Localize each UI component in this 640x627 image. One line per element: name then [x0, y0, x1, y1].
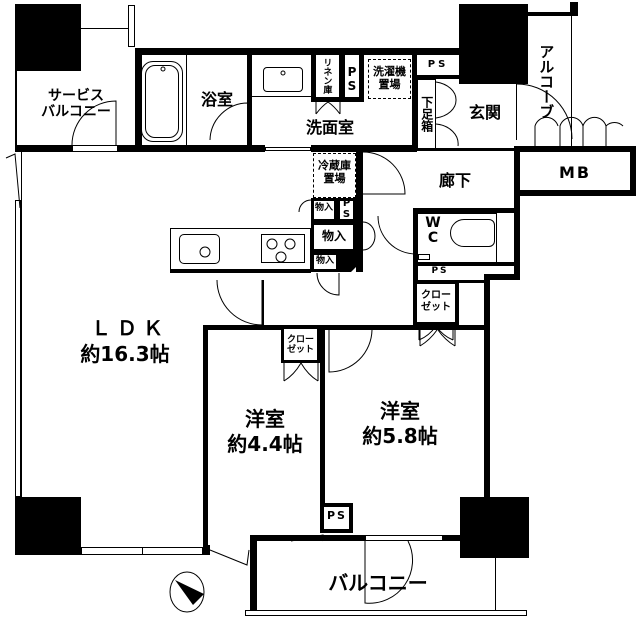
label-ps-wc: PS	[431, 266, 449, 276]
service-balcony-left-line	[15, 71, 17, 149]
label-wc: W C	[425, 215, 441, 247]
wall-entrance-bottom	[417, 148, 514, 151]
label-western-room-1-size: 約4.4帖	[227, 432, 303, 456]
wall-balcony-top-right-2	[443, 535, 460, 541]
label-ps-top: PS	[427, 59, 449, 70]
mb-box	[514, 146, 636, 196]
wc-inner-right	[496, 213, 497, 262]
ps-bottom	[320, 503, 353, 533]
toilet	[450, 219, 495, 247]
wc-inner-top	[418, 213, 496, 214]
wall-hall-closet-right	[459, 280, 484, 283]
washroom-door-opening	[265, 147, 311, 151]
wall-bath-wash	[247, 55, 252, 152]
label-balcony: バルコニー	[328, 571, 428, 595]
kitchen-sink	[179, 234, 220, 264]
label-western-room-2: 洋室	[380, 399, 420, 423]
label-closet-bedroom1: クロー ゼット	[286, 335, 314, 356]
label-fridge: 冷蔵庫 置場	[318, 159, 351, 185]
bathtub-inner	[145, 65, 179, 138]
vanity-sink	[263, 67, 303, 92]
kitchen-stove	[261, 234, 305, 263]
wall-east-step	[484, 274, 520, 280]
ps-top	[417, 55, 459, 79]
label-entrance: 玄関	[468, 103, 501, 122]
wall-balcony-left	[250, 535, 257, 611]
label-bathroom: 浴室	[200, 90, 233, 109]
label-alcove: アルコーブ	[537, 44, 556, 119]
label-storage-mid: 物入	[321, 229, 346, 243]
kitchen-core-corner	[339, 252, 359, 272]
label-western-room-1: 洋室	[245, 407, 285, 431]
wall-balcony-top-right	[325, 535, 365, 541]
linen-storage	[316, 55, 340, 102]
wall-balcony-top-left	[250, 535, 325, 541]
closet-hall	[413, 280, 459, 326]
label-ps-washroom: PS	[347, 65, 357, 94]
wall-wc-top	[413, 208, 514, 213]
storage-small-1	[311, 198, 337, 222]
label-ldk-size: 約16.3帖	[80, 342, 170, 366]
label-linen-storage: リネン庫	[321, 58, 332, 94]
service-balcony-post	[128, 5, 135, 47]
label-service-balcony: サービス バルコニー	[41, 88, 111, 121]
wall-wet-area-top	[135, 48, 459, 55]
balcony-right-line	[495, 558, 496, 611]
label-closet-hall: クロー ゼット	[421, 290, 451, 313]
ldk-south-window-mullion	[142, 548, 143, 555]
ps-kitchen	[337, 198, 356, 222]
label-shoe-box: 下足箱	[419, 96, 434, 132]
label-storage-small-2: 物入	[315, 256, 334, 266]
storage-small-2	[311, 252, 339, 272]
wall-bedrooms-top	[203, 325, 490, 330]
ldk-west-line	[21, 152, 22, 497]
label-washing-machine: 洗濯機 置場	[373, 65, 406, 91]
wall-wc-bottom	[413, 262, 514, 266]
balcony-door-window	[365, 535, 443, 541]
wall-linen-left	[311, 55, 316, 102]
washing-machine-area	[368, 59, 411, 99]
service-balcony-top-line	[81, 28, 131, 29]
ldk-south-post	[203, 545, 210, 555]
label-ldk: ＬＤＫ	[91, 316, 169, 340]
label-hallway: 廊下	[438, 171, 471, 190]
label-washroom: 洗面室	[305, 118, 354, 137]
pillar-top-right	[459, 4, 528, 84]
wall-wc-left	[413, 208, 418, 326]
wall-bedroom1-left	[203, 325, 208, 550]
label-storage-small-1: 物入	[314, 203, 333, 213]
label-western-room-2-size: 約5.8帖	[362, 424, 438, 448]
service-balcony-door	[72, 145, 118, 152]
alcove-left-line	[516, 84, 517, 140]
wall-washroom-shelf	[311, 97, 364, 102]
pillar-bottom-left	[15, 497, 81, 555]
wall-kitchen-core-right	[356, 152, 363, 272]
wall-wet-area-left	[135, 48, 142, 152]
wall-east-main	[484, 274, 490, 497]
vanity-line	[252, 96, 311, 97]
pillar-top-left	[15, 4, 81, 71]
bath-divider	[186, 55, 187, 145]
label-mb: MB	[558, 163, 592, 182]
alcove-right-line	[571, 16, 572, 146]
wall-washroom-bottom-2	[311, 145, 417, 152]
wall-bedroom-divider	[320, 325, 325, 522]
label-ps-bottom: PS	[327, 509, 347, 522]
closet-bedroom1	[281, 329, 320, 363]
wc-floor-item	[418, 254, 430, 260]
pillar-bottom-right	[460, 497, 529, 558]
storage-mid	[311, 222, 356, 252]
alcove-post	[570, 2, 578, 16]
alcove-top-line	[528, 12, 578, 16]
ldk-door-frame	[262, 280, 264, 326]
label-ps-kitchen: P S	[342, 198, 351, 220]
wall-hall-east	[514, 152, 520, 280]
fridge-area	[313, 153, 356, 198]
balcony-rail	[245, 610, 527, 616]
wall-washroom-bottom	[135, 145, 265, 152]
wall-wash-entry	[412, 55, 417, 152]
bedroom1-sliding-door	[206, 335, 208, 550]
